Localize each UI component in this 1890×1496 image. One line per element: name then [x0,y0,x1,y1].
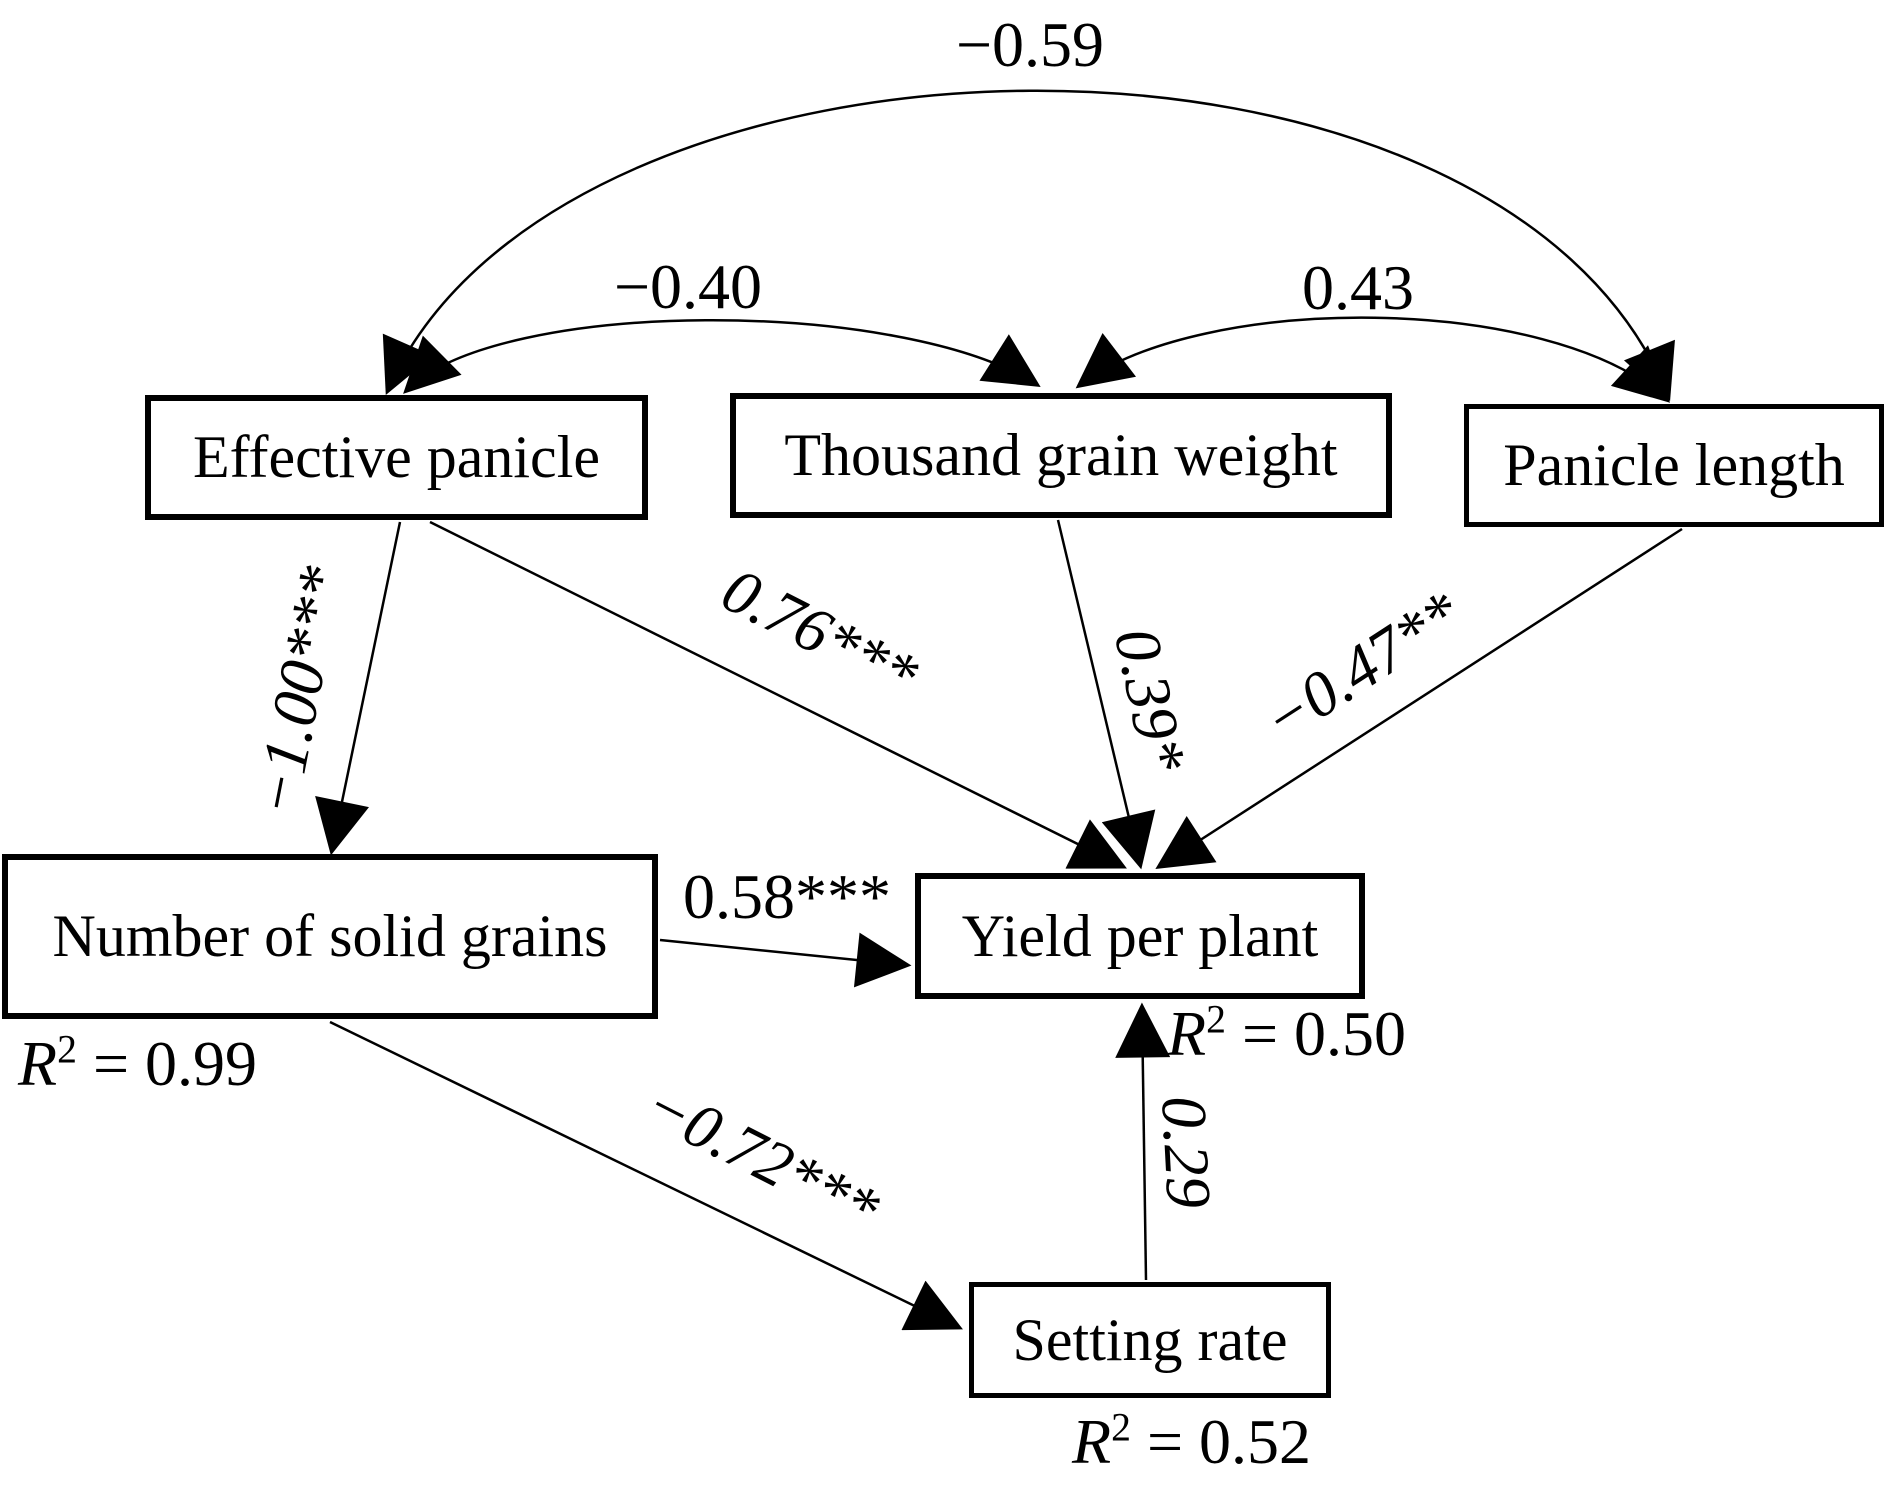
arrow-pl-ypp [1155,527,1683,869]
corr-arc-ep-pl [382,89,1675,402]
corr-label-tgw-pl: 0.43 [1302,252,1414,323]
r2-yield-per-plant: R2 = 0.50 [1167,1000,1406,1066]
arrow-nsg-ypp [659,932,912,988]
r2-superscript: 2 [57,1027,77,1072]
node-label: Thousand grain weight [784,422,1338,488]
arrow-tgw-ypp [1056,519,1156,870]
corr-arc-ep-tgw [403,319,1041,394]
arrow-ep-nsg [315,521,402,856]
arrow-ep-ypp [429,520,1127,869]
r2-equals: = [76,1028,146,1099]
node-number-of-solid-grains: Number of solid grains [2,854,658,1019]
node-effective-panicle: Effective panicle [145,395,648,520]
node-label: Effective panicle [193,424,600,490]
r2-value: 0.99 [145,1028,258,1099]
node-label: Number of solid grains [52,903,608,969]
r2-symbol: R [18,1028,58,1099]
r2-setting-rate: R2 = 0.52 [1072,1408,1311,1474]
node-thousand-grain-weight: Thousand grain weight [730,393,1392,518]
arrow-sr-ypp [1115,1002,1171,1281]
coef-label-sr-ypp: 0.29 [1148,1094,1225,1210]
node-panicle-length: Panicle length [1464,404,1884,527]
r2-equals: = [1130,1406,1200,1477]
r2-value: 0.50 [1294,998,1407,1069]
r2-superscript: 2 [1111,1405,1131,1450]
r2-number-of-solid-grains: R2 = 0.99 [18,1030,257,1096]
node-label: Panicle length [1503,432,1845,498]
r2-value: 0.52 [1199,1406,1312,1477]
node-label: Setting rate [1012,1306,1288,1373]
r2-symbol: R [1167,998,1207,1069]
corr-arc-tgw-pl [1075,316,1671,403]
corr-label-ep-tgw: −0.40 [613,251,763,322]
node-label: Yield per plant [961,902,1319,969]
node-yield-per-plant: Yield per plant [915,873,1365,999]
r2-symbol: R [1072,1406,1112,1477]
arrow-nsg-sr [329,1020,963,1331]
r2-superscript: 2 [1206,997,1226,1042]
corr-label-ep-pl: −0.59 [955,9,1105,80]
r2-equals: = [1225,998,1295,1069]
node-setting-rate: Setting rate [969,1282,1331,1398]
coef-label-nsg-ypp: 0.58*** [683,861,891,932]
